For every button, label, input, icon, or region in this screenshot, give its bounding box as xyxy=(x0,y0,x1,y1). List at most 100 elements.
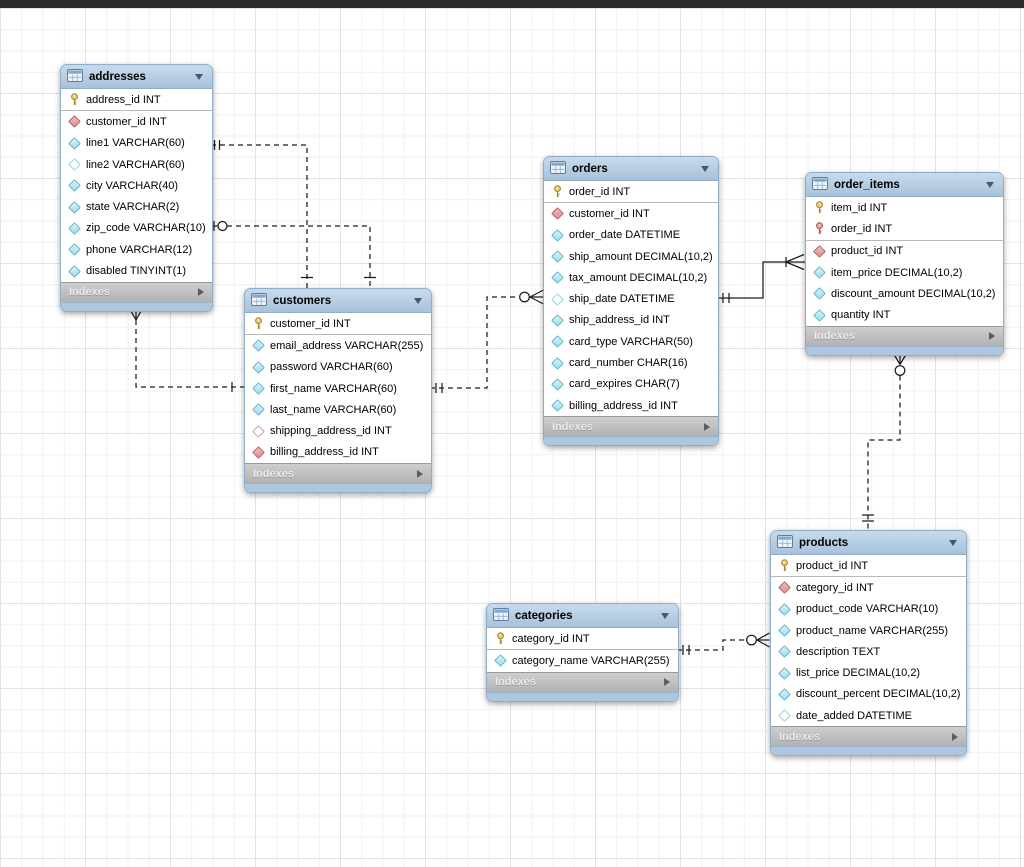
column-row[interactable]: category_id INT xyxy=(487,628,678,651)
foreign-key-nullable-icon xyxy=(252,424,265,438)
primary-foreign-key-icon xyxy=(813,222,826,235)
column-row[interactable]: line1 VARCHAR(60) xyxy=(61,132,212,154)
column-row[interactable]: order_id INT xyxy=(544,181,718,204)
collapse-arrow-icon[interactable] xyxy=(986,181,994,188)
relationship-orders-order_items[interactable] xyxy=(717,253,805,304)
column-row[interactable]: billing_address_id INT xyxy=(544,394,718,417)
column-row[interactable]: category_name VARCHAR(255) xyxy=(487,650,678,672)
column-row[interactable]: first_name VARCHAR(60) xyxy=(245,377,431,400)
column-label: billing_address_id INT xyxy=(270,446,379,459)
column-row[interactable]: tax_amount DECIMAL(10,2) xyxy=(544,267,718,289)
table-icon xyxy=(251,292,267,309)
column-label: address_id INT xyxy=(86,93,161,106)
table-icon xyxy=(493,607,509,624)
collapse-arrow-icon[interactable] xyxy=(195,73,203,80)
collapse-arrow-icon[interactable] xyxy=(661,612,669,619)
column-row[interactable]: last_name VARCHAR(60) xyxy=(245,399,431,421)
column-row[interactable]: customer_id INT xyxy=(61,111,212,133)
column-row[interactable]: ship_address_id INT xyxy=(544,309,718,332)
indexes-footer[interactable]: Indexes xyxy=(487,671,678,692)
indexes-footer[interactable]: Indexes xyxy=(544,416,718,437)
expand-arrow-icon[interactable] xyxy=(952,732,958,741)
column-row[interactable]: product_id INT xyxy=(771,555,966,578)
table-header[interactable]: products xyxy=(771,531,966,555)
expand-arrow-icon[interactable] xyxy=(704,422,710,431)
table-header[interactable]: addresses xyxy=(61,65,212,89)
column-row[interactable]: card_type VARCHAR(50) xyxy=(544,331,718,353)
column-row[interactable]: quantity INT xyxy=(806,304,1003,326)
table-header[interactable]: customers xyxy=(245,289,431,313)
indexes-footer[interactable]: Indexes xyxy=(806,325,1003,346)
column-icon xyxy=(68,136,81,150)
column-icon xyxy=(68,200,81,214)
column-row[interactable]: state VARCHAR(2) xyxy=(61,196,212,218)
column-row[interactable]: item_id INT xyxy=(806,197,1003,219)
relationship-addresses-customers-shipping[interactable] xyxy=(211,140,313,288)
collapse-arrow-icon[interactable] xyxy=(701,165,709,172)
column-row[interactable]: password VARCHAR(60) xyxy=(245,356,431,378)
column-label: product_code VARCHAR(10) xyxy=(796,603,939,616)
indexes-footer[interactable]: Indexes xyxy=(61,281,212,302)
indexes-footer[interactable]: Indexes xyxy=(771,726,966,747)
table-bottom-strip xyxy=(544,436,718,446)
column-row[interactable]: discount_amount DECIMAL(10,2) xyxy=(806,283,1003,305)
column-row[interactable]: item_price DECIMAL(10,2) xyxy=(806,261,1003,284)
column-row[interactable]: card_number CHAR(16) xyxy=(544,352,718,374)
column-label: card_expires CHAR(7) xyxy=(569,378,680,391)
column-label: item_price DECIMAL(10,2) xyxy=(831,266,963,279)
table-bottom-strip xyxy=(245,483,431,493)
expand-arrow-icon[interactable] xyxy=(198,288,204,297)
table-header[interactable]: orders xyxy=(544,157,718,181)
relationship-customers-orders[interactable] xyxy=(430,289,544,393)
column-row[interactable]: order_id INT xyxy=(806,218,1003,241)
relationship-order_items-products[interactable] xyxy=(862,350,909,530)
indexes-label: Indexes xyxy=(253,467,294,480)
column-row[interactable]: ship_date DATETIME xyxy=(544,288,718,310)
column-row[interactable]: customer_id INT xyxy=(544,203,718,225)
column-row[interactable]: address_id INT xyxy=(61,89,212,112)
relationship-addresses-customers-billing[interactable] xyxy=(211,220,376,288)
column-row[interactable]: email_address VARCHAR(255) xyxy=(245,335,431,357)
column-row[interactable]: city VARCHAR(40) xyxy=(61,175,212,197)
column-row[interactable]: disabled TINYINT(1) xyxy=(61,260,212,282)
table-header[interactable]: categories xyxy=(487,604,678,628)
column-row[interactable]: ship_amount DECIMAL(10,2) xyxy=(544,245,718,268)
indexes-footer[interactable]: Indexes xyxy=(245,463,431,484)
column-row[interactable]: line2 VARCHAR(60) xyxy=(61,153,212,176)
column-row[interactable]: order_date DATETIME xyxy=(544,224,718,246)
column-row[interactable]: customer_id INT xyxy=(245,313,431,336)
collapse-arrow-icon[interactable] xyxy=(414,297,422,304)
column-row[interactable]: phone VARCHAR(12) xyxy=(61,239,212,261)
foreign-key-icon xyxy=(813,244,826,258)
column-row[interactable]: billing_address_id INT xyxy=(245,441,431,464)
expand-arrow-icon[interactable] xyxy=(989,332,995,341)
column-row[interactable]: shipping_address_id INT xyxy=(245,420,431,442)
column-row[interactable]: product_name VARCHAR(255) xyxy=(771,619,966,642)
collapse-arrow-icon[interactable] xyxy=(949,539,957,546)
expand-arrow-icon[interactable] xyxy=(417,469,423,478)
table-categories[interactable]: categories category_id INT category_name V… xyxy=(486,603,679,702)
column-row[interactable]: product_code VARCHAR(10) xyxy=(771,598,966,620)
column-row[interactable]: date_added DATETIME xyxy=(771,705,966,727)
column-row[interactable]: discount_percent DECIMAL(10,2) xyxy=(771,683,966,706)
table-header[interactable]: order_items xyxy=(806,173,1003,197)
relationship-customers-addresses-owner[interactable] xyxy=(127,306,245,393)
column-row[interactable]: list_price DECIMAL(10,2) xyxy=(771,662,966,684)
relationship-categories-products[interactable] xyxy=(677,632,770,655)
column-row[interactable]: zip_code VARCHAR(10) xyxy=(61,217,212,240)
column-row[interactable]: category_id INT xyxy=(771,577,966,599)
table-icon xyxy=(777,534,793,551)
expand-arrow-icon[interactable] xyxy=(664,678,670,687)
column-row[interactable]: card_expires CHAR(7) xyxy=(544,373,718,395)
table-bottom-strip xyxy=(806,345,1003,355)
column-icon xyxy=(551,228,564,242)
column-row[interactable]: description TEXT xyxy=(771,641,966,663)
column-label: category_id INT xyxy=(512,632,590,645)
column-row[interactable]: product_id INT xyxy=(806,240,1003,262)
